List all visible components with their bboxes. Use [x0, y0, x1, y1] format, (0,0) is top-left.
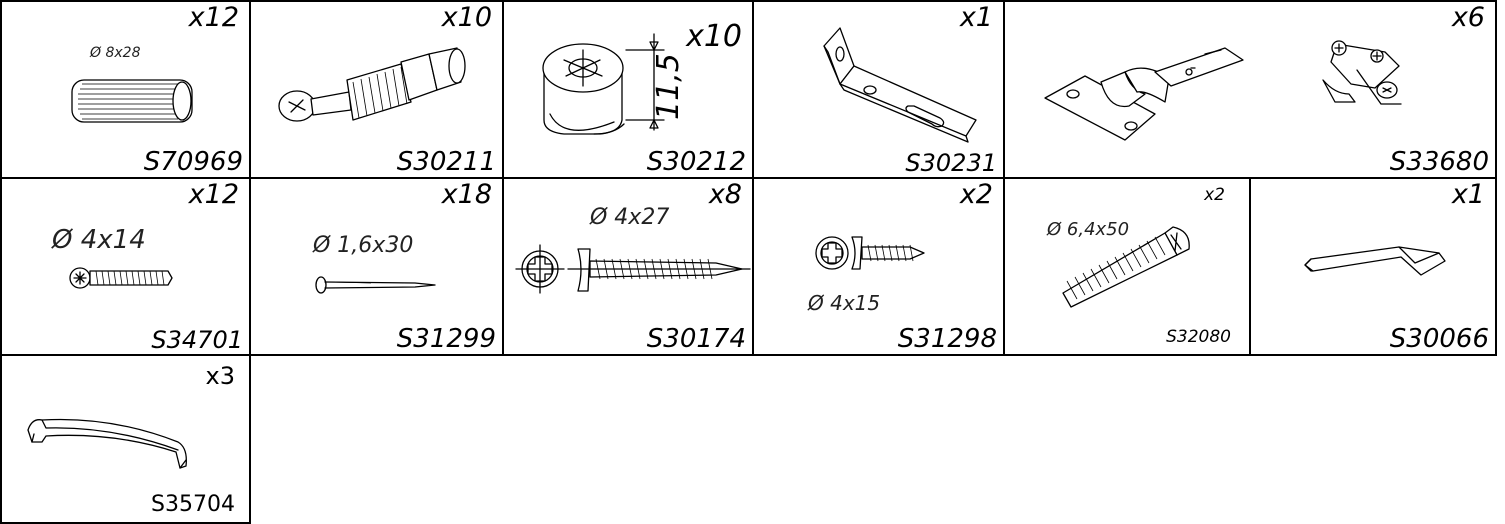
part-code: S30211: [396, 147, 496, 177]
part-quantity: x6: [1451, 2, 1485, 33]
part-cell-S35704: x3 S35704: [0, 354, 251, 524]
part-code: S31299: [396, 324, 496, 354]
cam-bolt-icon: [251, 2, 502, 177]
part-quantity: x12: [188, 179, 239, 210]
screw-icon: [2, 179, 249, 354]
hex-key-icon: [1251, 179, 1495, 354]
part-code: S35704: [151, 492, 235, 517]
part-cell-S32080: x2 Ø 6,4x50 S32080: [1003, 177, 1251, 356]
part-code: S30174: [646, 324, 746, 354]
part-code: S30066: [1389, 324, 1489, 354]
part-dimension: Ø 6,4x50: [1047, 219, 1130, 240]
part-quantity: x2: [1204, 185, 1225, 205]
part-cell-S30174: x8 Ø 4x27 S30174: [502, 177, 754, 356]
part-quantity: x10: [686, 19, 742, 54]
part-quantity: x1: [1451, 179, 1485, 210]
part-code: S70969: [143, 147, 243, 177]
part-code: S33680: [1389, 147, 1489, 177]
part-quantity: x8: [708, 179, 742, 210]
part-cell-S30231: x1 S30231: [752, 0, 1005, 179]
part-dimension: Ø 4x15: [808, 291, 881, 315]
part-code: S31298: [897, 324, 997, 354]
nail-icon: [251, 179, 502, 354]
part-code: S32080: [1166, 327, 1231, 347]
part-cell-S31298: x2 Ø 4x15 S31298: [752, 177, 1005, 356]
angle-bracket-icon: [754, 2, 1003, 177]
part-code: S30231: [905, 149, 997, 177]
part-cell-S33680: x6 S33680: [1003, 0, 1497, 179]
part-dimension: Ø 8x28: [90, 45, 141, 61]
cam-lock-icon: 11,5: [504, 2, 752, 177]
washer-screw-small-icon: [754, 179, 1003, 354]
part-code: S34701: [151, 326, 243, 354]
handle-icon: [2, 356, 249, 522]
part-code: S30212: [646, 147, 746, 177]
part-cell-S30066: x1 S30066: [1249, 177, 1497, 356]
part-dimension: Ø 1,6x30: [313, 233, 414, 258]
part-quantity: x12: [188, 2, 239, 33]
part-dimension: Ø 4x14: [52, 225, 146, 255]
hinge-icon: [1005, 2, 1495, 177]
part-quantity: x10: [441, 2, 492, 33]
part-cell-S31299: x18 Ø 1,6x30 S31299: [249, 177, 504, 356]
part-quantity: x3: [205, 362, 235, 390]
svg-text:11,5: 11,5: [651, 53, 686, 120]
washer-screw-icon: [504, 179, 752, 354]
confirmat-screw-icon: [1005, 179, 1249, 354]
part-cell-S70969: x12 Ø 8x28 S70969: [0, 0, 251, 179]
part-quantity: x18: [441, 179, 492, 210]
part-quantity: x2: [959, 179, 993, 210]
part-dimension: Ø 4x27: [590, 205, 670, 230]
part-cell-S34701: x12 Ø 4x14 S34701: [0, 177, 251, 356]
part-cell-S30211: x10 S30211: [249, 0, 504, 179]
part-quantity: x1: [959, 2, 993, 33]
wooden-dowel-icon: [2, 2, 249, 177]
part-cell-S30212: x10 11,5 S30212: [502, 0, 754, 179]
